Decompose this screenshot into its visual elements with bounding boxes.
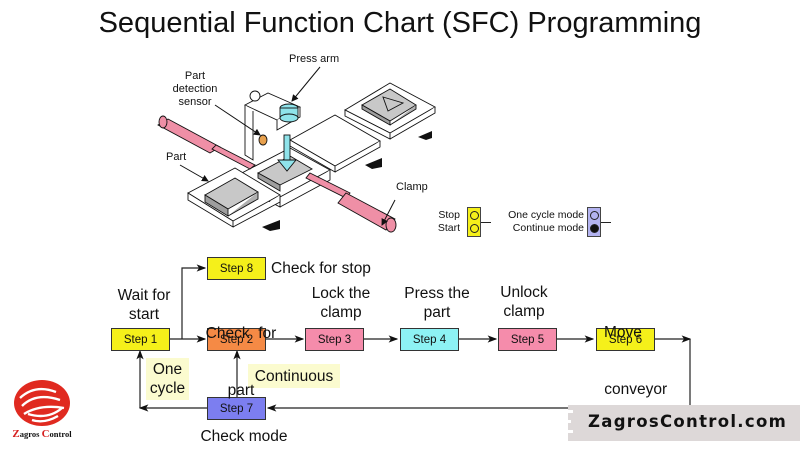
- one-cycle-mode-radio-icon[interactable]: [590, 211, 599, 220]
- website-banner: [568, 405, 800, 441]
- banner-decor-line: [553, 430, 573, 433]
- sfc-step-5[interactable]: Step 5: [498, 328, 557, 351]
- website-url[interactable]: ZagrosControl.com: [588, 412, 788, 431]
- page-title: Sequential Function Chart (SFC) Programm…: [98, 7, 702, 39]
- continue-mode-radio-icon[interactable]: [590, 224, 599, 233]
- sfc-step-6[interactable]: Step 6: [596, 328, 655, 351]
- sfc-step-1[interactable]: Step 1: [111, 328, 170, 351]
- mode-switch-wire: [601, 222, 611, 223]
- continue-mode-label: Continue mode: [512, 222, 584, 234]
- link-step1-step8: [181, 264, 207, 339]
- machine-illustration: [157, 66, 436, 233]
- step5-description: Unlock clamp: [500, 284, 548, 320]
- one-cycle-highlight: [146, 358, 189, 400]
- banner-decor-line: [555, 410, 573, 413]
- sfc-step-3[interactable]: Step 3: [305, 328, 364, 351]
- step4-description: Press the part: [404, 285, 470, 321]
- sfc-step-8[interactable]: Step 8: [207, 257, 266, 280]
- banner-decor-line: [559, 420, 571, 423]
- step3-description: Lock the clamp: [311, 285, 371, 321]
- step8-description: Check for stop: [271, 260, 371, 277]
- label-clamp: Clamp: [396, 181, 428, 193]
- sfc-step-7[interactable]: Step 7: [207, 397, 266, 420]
- label-part: Part: [166, 151, 187, 163]
- start-label: Start: [437, 222, 460, 234]
- zagros-control-logo-icon: [14, 380, 70, 426]
- step6-description: Move conveyor: [600, 324, 668, 398]
- logo-wordmark: Zagros Control: [12, 428, 72, 440]
- one-cycle-mode-label: One cycle mode: [508, 209, 584, 221]
- step7-description: Check mode: [200, 428, 288, 445]
- step1-description: Wait for start: [117, 287, 171, 323]
- stop-button-icon[interactable]: [470, 211, 479, 220]
- start-button-icon[interactable]: [470, 224, 479, 233]
- step2-description: Check for part: [205, 325, 277, 399]
- stop-label: Stop: [438, 209, 460, 221]
- label-press-arm: Press arm: [289, 53, 340, 65]
- switch-wire: [481, 222, 491, 223]
- sfc-step-2[interactable]: Step 2: [207, 328, 266, 351]
- branch-label-one-cycle: One cycle: [149, 361, 186, 397]
- sfc-step-4[interactable]: Step 4: [400, 328, 459, 351]
- continuous-highlight: [248, 364, 340, 388]
- branch-label-continuous: Continuous: [254, 368, 334, 385]
- label-part-detection-sensor: Part detection sensor: [172, 70, 218, 108]
